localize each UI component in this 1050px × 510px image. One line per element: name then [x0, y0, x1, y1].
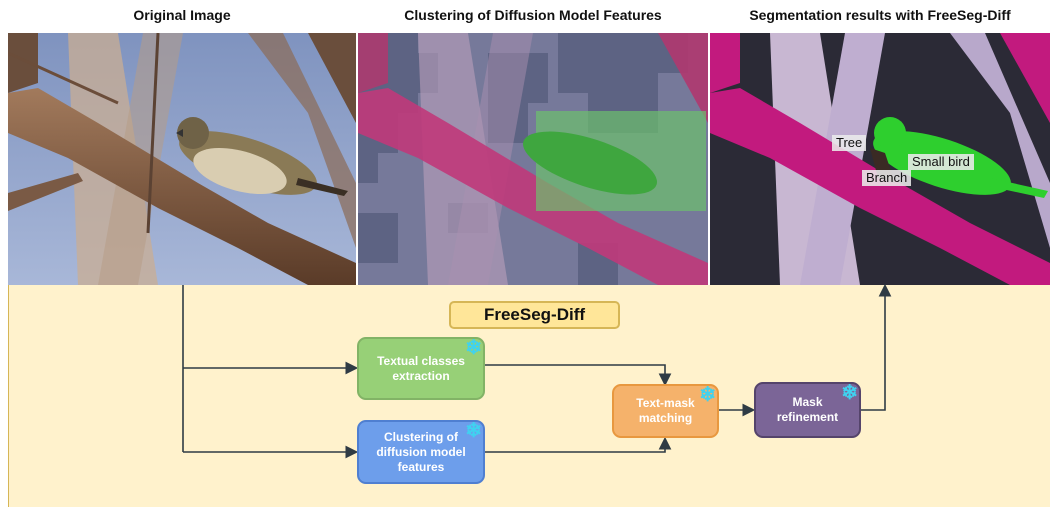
clustering-label: Clustering of diffusion model features — [376, 429, 466, 474]
refinement-label: Mask refinement — [776, 395, 839, 424]
original-image-title: Original Image — [133, 7, 231, 23]
snowflake-icon: ❄ — [699, 384, 716, 406]
text-mask-matching-node: Text-mask matching ❄ — [612, 384, 719, 438]
clustering-title: Clustering of Diffusion Model Features — [404, 7, 662, 23]
textual-classes-extraction-node: Textual classes extraction ❄ — [357, 337, 485, 400]
tree-label: Tree — [832, 135, 867, 151]
snowflake-icon: ❄ — [465, 420, 482, 442]
original-image — [8, 33, 356, 285]
snowflake-icon: ❄ — [465, 337, 482, 359]
branch-label: Branch — [862, 170, 912, 186]
segmentation-image: Tree Small bird Branch — [710, 33, 1050, 285]
matching-label: Text-mask matching — [636, 396, 695, 425]
segmentation-title: Segmentation results with FreeSeg-Diff — [749, 7, 1011, 23]
mask-refinement-node: Mask refinement ❄ — [754, 382, 861, 438]
snowflake-icon: ❄ — [841, 382, 858, 404]
textual-classes-label: Textual classes extraction — [377, 353, 465, 383]
clustering-node: Clustering of diffusion model features ❄ — [357, 420, 485, 484]
clustering-image — [358, 33, 708, 285]
pipeline-title: FreeSeg-Diff — [449, 301, 620, 329]
small-bird-label: Small bird — [908, 154, 974, 170]
